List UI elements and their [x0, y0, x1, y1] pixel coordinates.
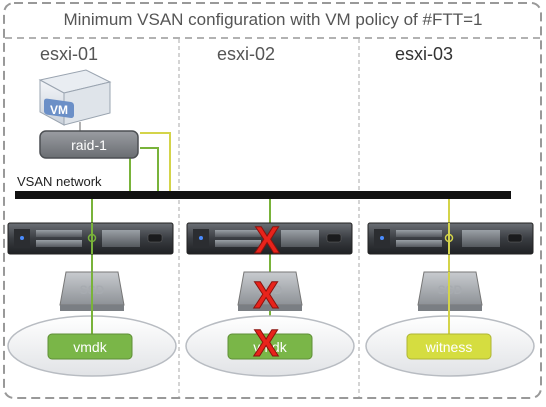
- port-esxi-01: [87, 233, 97, 243]
- host-label-esxi-03: esxi-03: [395, 44, 453, 64]
- raid-1-box: [39, 130, 139, 159]
- outer-frame: [3, 2, 542, 399]
- failure-mark-server: X: [254, 220, 280, 262]
- raid-1-label: raid-1: [71, 137, 107, 153]
- vm-badge-text: VM: [50, 103, 68, 117]
- server-esxi-02: [186, 222, 353, 255]
- host-label-esxi-02: esxi-02: [217, 44, 275, 64]
- ssd-text-esxi-03: SSD: [438, 283, 463, 297]
- component-vmdk-esxi-02: [227, 333, 313, 360]
- host-label-esxi-01: esxi-01: [40, 44, 98, 64]
- vsan-network-bar: [15, 191, 511, 199]
- vm-icon: VM: [38, 69, 112, 126]
- server-esxi-01: [7, 222, 174, 255]
- ssd-text-esxi-02: SSD: [258, 283, 283, 297]
- component-vmdk-esxi-01: [47, 333, 133, 360]
- server-esxi-03: [367, 222, 534, 255]
- diagram-title: Minimum VSAN configuration with VM polic…: [63, 10, 482, 29]
- component-label-esxi-02: vmdk: [253, 339, 287, 355]
- failure-mark-disk: X: [253, 323, 279, 365]
- port-esxi-03: [444, 233, 454, 243]
- ssd-icon-esxi-02: SSD: [237, 271, 303, 311]
- failure-mark-ssd: X: [253, 275, 279, 317]
- vsan-network-label: VSAN network: [17, 174, 102, 189]
- component-witness-esxi-03: [406, 333, 492, 360]
- component-label-esxi-01: vmdk: [73, 339, 107, 355]
- component-label-esxi-03: witness: [425, 339, 473, 355]
